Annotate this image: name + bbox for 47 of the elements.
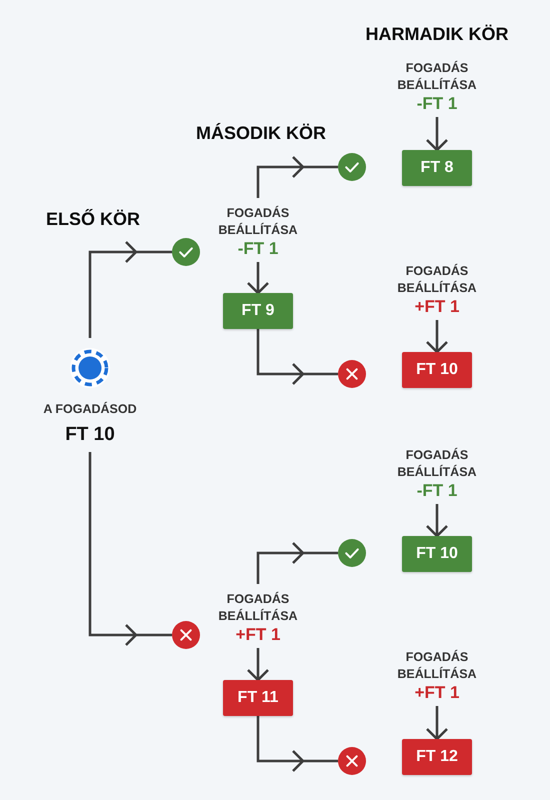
result-box bbox=[402, 536, 472, 572]
amount-label: FT 10 bbox=[416, 360, 458, 380]
adjustment-amount: +FT 1 bbox=[414, 683, 460, 703]
arrow bbox=[246, 646, 270, 682]
amount-label: FT 11 bbox=[238, 688, 278, 708]
arrow bbox=[256, 542, 340, 586]
adjustment-amount: -FT 1 bbox=[416, 481, 458, 501]
result-box bbox=[223, 293, 293, 329]
adjustment-label: FOGADÁS BEÁLLÍTÁSA bbox=[396, 263, 478, 297]
cross-icon bbox=[338, 747, 366, 775]
check-icon bbox=[338, 539, 366, 567]
arrow bbox=[88, 450, 174, 646]
adjustment-label: FOGADÁS BEÁLLÍTÁSA bbox=[396, 60, 478, 94]
check-icon bbox=[172, 238, 200, 266]
bet-amount: FT 10 bbox=[65, 424, 115, 446]
arrow bbox=[426, 318, 448, 354]
amount-label: FT 9 bbox=[242, 301, 274, 321]
adjustment-label: FOGADÁS BEÁLLÍTÁSA bbox=[217, 205, 299, 239]
adjustment-label: FOGADÁS BEÁLLÍTÁSA bbox=[396, 447, 478, 481]
round-heading: ELSŐ KÖR bbox=[46, 208, 140, 230]
cross-icon bbox=[338, 360, 366, 388]
result-box bbox=[223, 680, 293, 716]
arrow bbox=[426, 502, 448, 538]
adjustment-amount: -FT 1 bbox=[238, 239, 278, 259]
result-box bbox=[402, 352, 472, 388]
result-box bbox=[402, 150, 472, 186]
adjustment-amount: +FT 1 bbox=[414, 297, 460, 317]
round-heading: HARMADIK KÖR bbox=[366, 23, 508, 45]
arrow bbox=[256, 156, 340, 200]
adjustment-amount: +FT 1 bbox=[236, 625, 280, 645]
result-box bbox=[402, 739, 472, 775]
check-icon bbox=[338, 153, 366, 181]
amount-label: FT 8 bbox=[420, 158, 454, 178]
bet-label: A FOGADÁSOD bbox=[43, 401, 137, 417]
arrow bbox=[256, 328, 340, 386]
arrow bbox=[426, 116, 448, 152]
adjustment-amount: -FT 1 bbox=[416, 94, 458, 114]
amount-label: FT 10 bbox=[416, 544, 458, 564]
amount-label: FT 12 bbox=[416, 747, 458, 767]
arrow bbox=[246, 260, 270, 295]
arrow bbox=[426, 704, 448, 741]
adjustment-label: FOGADÁS BEÁLLÍTÁSA bbox=[217, 591, 299, 625]
arrow bbox=[256, 714, 340, 772]
round-heading: MÁSODIK KÖR bbox=[196, 122, 326, 144]
adjustment-label: FOGADÁS BEÁLLÍTÁSA bbox=[396, 649, 478, 683]
arrow bbox=[88, 240, 174, 340]
cross-icon bbox=[172, 621, 200, 649]
